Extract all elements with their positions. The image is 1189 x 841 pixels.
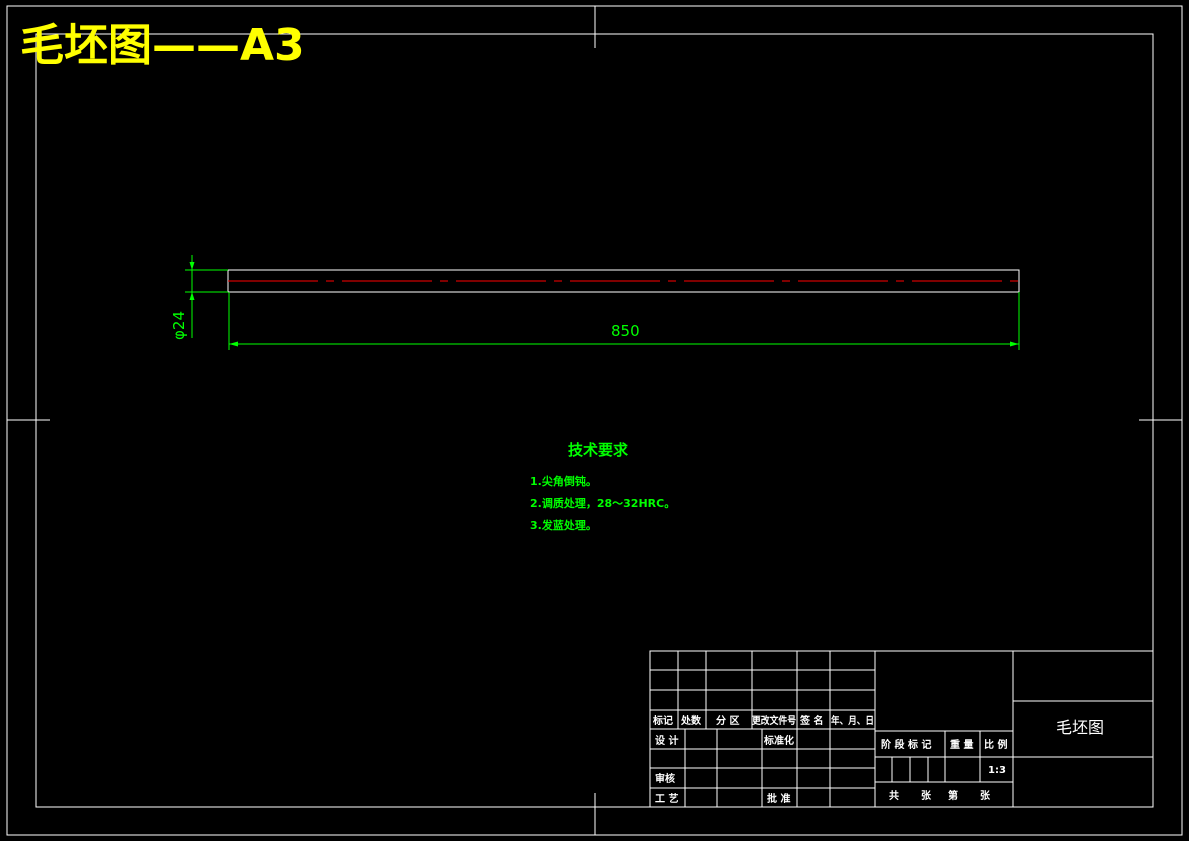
diameter-dimension xyxy=(185,255,228,338)
tb-weight: 重 量 xyxy=(950,738,973,751)
diameter-label: φ24 xyxy=(170,311,188,340)
outer-border xyxy=(6,5,1183,836)
tb-header-date: 年、月、日 xyxy=(831,714,874,727)
tb-scale-label: 比 例 xyxy=(984,738,1007,751)
title-block xyxy=(649,650,1154,808)
tech-req-item: 2.调质处理，28～32HRC。 xyxy=(530,496,675,510)
tech-req-item: 1.尖角倒钝。 xyxy=(530,474,597,488)
tb-sheet-unit: 张 xyxy=(921,789,932,802)
tb-header-change-doc: 更改文件号 xyxy=(752,714,796,727)
tb-role-design: 设 计 xyxy=(655,734,678,747)
inner-frame xyxy=(35,33,1154,808)
tb-header-count: 处数 xyxy=(680,714,702,727)
tb-scale-value: 1:3 xyxy=(988,765,1006,776)
length-label: 850 xyxy=(611,322,640,340)
tb-role-standardize: 标准化 xyxy=(763,734,794,747)
tech-req-heading: 技术要求 xyxy=(568,441,629,459)
tb-header-signature: 签 名 xyxy=(799,714,823,727)
drawing-title: 毛坯图——A3 xyxy=(20,20,305,71)
tb-role-review: 审核 xyxy=(655,772,675,785)
tb-sheet-unit2: 张 xyxy=(980,789,991,802)
tb-drawing-name: 毛坯图 xyxy=(1056,718,1104,737)
tb-sheet-total: 共 xyxy=(889,789,899,802)
length-dimension xyxy=(228,292,1020,350)
tb-role-process: 工 艺 xyxy=(655,792,678,805)
tb-header-zone: 分 区 xyxy=(716,714,739,727)
tb-stage-mark: 阶 段 标 记 xyxy=(881,738,931,751)
tb-sheet-no: 第 xyxy=(948,789,958,802)
tb-role-approve: 批 准 xyxy=(767,792,790,805)
tb-header-mark: 标记 xyxy=(652,714,673,727)
tech-req-item: 3.发蓝处理。 xyxy=(530,518,597,532)
